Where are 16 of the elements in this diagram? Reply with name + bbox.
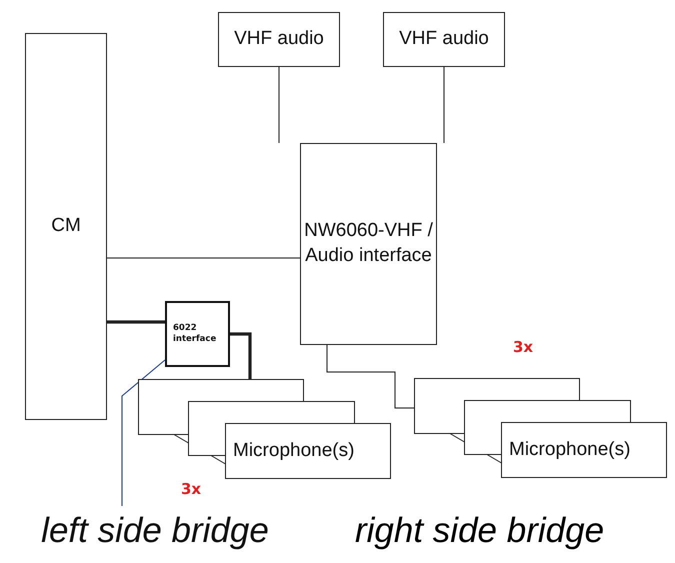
count-label: 3x (513, 338, 534, 356)
device-label: Microphone(s) (233, 440, 354, 462)
device-label: Microphone(s) (509, 438, 630, 460)
connector-line (107, 320, 165, 324)
bridge-caption: right side bridge (355, 510, 604, 552)
connector-line (230, 332, 252, 379)
connector-line (278, 66, 280, 144)
device-box: VHF audio (383, 12, 505, 67)
count-label: 3x (181, 480, 202, 498)
device-box: NW6060-VHF / Audio interface (300, 143, 437, 345)
bridge-caption: left side bridge (5, 506, 305, 556)
device-box: 6022 interface (165, 301, 230, 367)
device-box: VHF audio (218, 12, 340, 67)
connector-line (326, 344, 414, 408)
connector-line (122, 360, 166, 506)
device-box: CM (25, 33, 107, 420)
